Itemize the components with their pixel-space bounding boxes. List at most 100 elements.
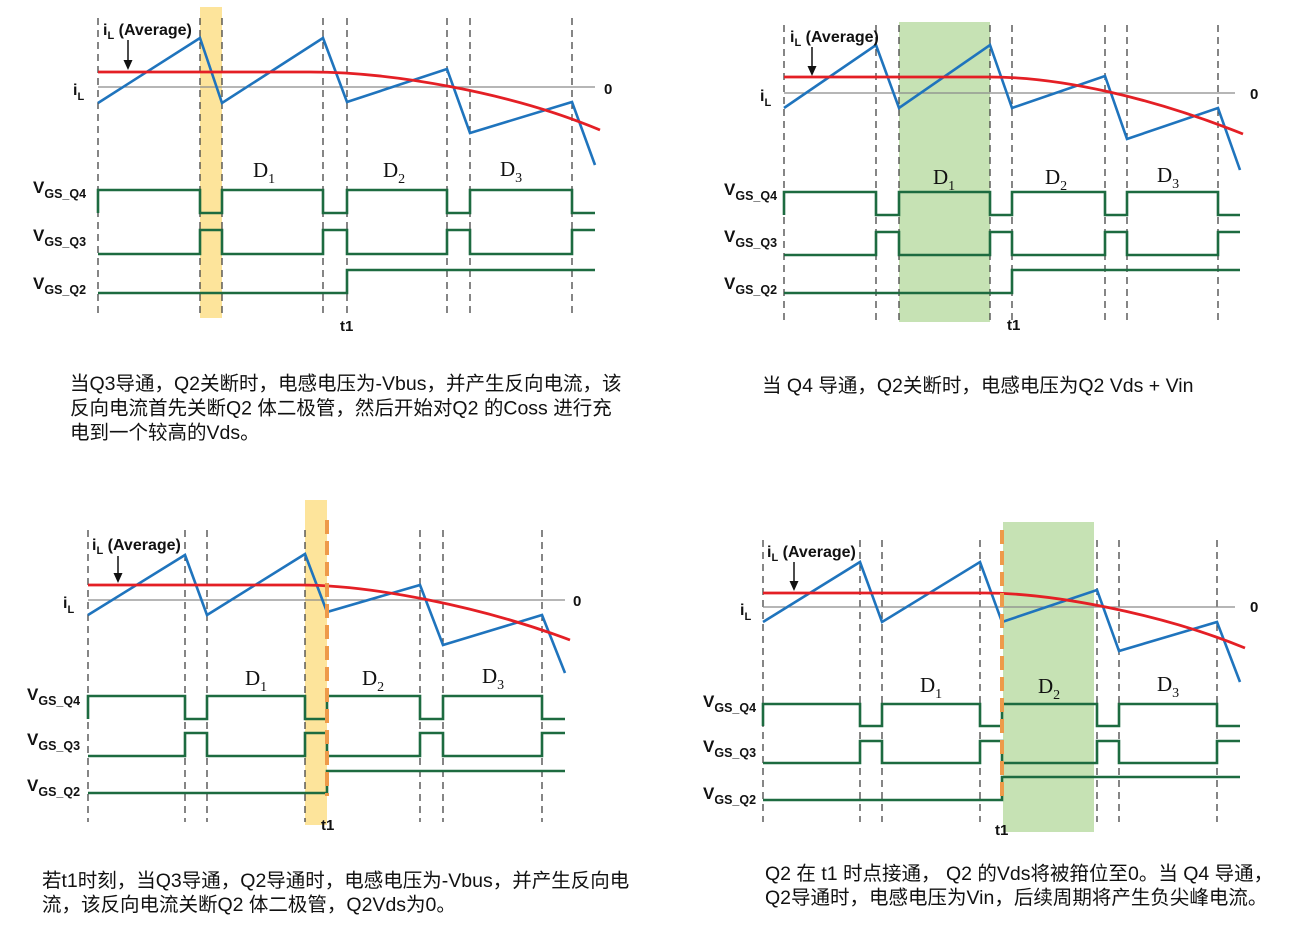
vgs-q2-label: VGS_Q2: [33, 274, 86, 297]
interval-label-d2: D2: [1038, 674, 1060, 703]
t1-label: t1: [340, 318, 353, 335]
average-arrow-head: [807, 66, 817, 76]
vgs-q3-label-symbol: V: [27, 730, 39, 749]
zero-label: 0: [573, 593, 581, 610]
caption-line: 反向电流首先关断Q2 体二极管，然后开始对Q2 的Coss 进行充: [70, 398, 612, 420]
interval-label-d3-symbol: D: [500, 157, 515, 181]
interval-label-d2: D2: [1045, 165, 1067, 194]
vgs-q2-waveform: [98, 268, 595, 295]
t1-label: t1: [995, 822, 1008, 839]
vgs-q4-waveform: [96, 188, 595, 215]
interval-label-d3: D3: [1157, 672, 1179, 701]
il-average-label-symbol: i: [767, 544, 771, 561]
vgs-q2-label-subscript: GS_Q2: [38, 785, 80, 799]
interval-label-d2-symbol: D: [1045, 165, 1060, 189]
il-average-label-subscript: L: [96, 545, 103, 557]
vgs-q2-label-subscript: GS_Q2: [714, 793, 756, 807]
il-axis-label-symbol: i: [740, 602, 744, 619]
il-average-label-suffix: (Average): [778, 544, 856, 561]
average-arrow-head: [123, 60, 133, 70]
il-axis-label: iL: [740, 602, 751, 623]
interval-label-d3: D3: [500, 157, 522, 186]
il-average-label-subscript: L: [107, 30, 114, 42]
il-axis-label-subscript: L: [744, 611, 751, 623]
il-average-label-subscript: L: [771, 552, 778, 564]
average-current-curve: [98, 70, 601, 132]
il-axis-label: iL: [73, 82, 84, 103]
vgs-q3-label-symbol: V: [703, 737, 715, 756]
vgs-q3-label-symbol: V: [724, 227, 736, 246]
interval-label-d1-subscript: 1: [268, 172, 275, 187]
interval-label-d1-subscript: 1: [935, 687, 942, 702]
il-average-label-suffix: (Average): [801, 29, 879, 46]
interval-label-d1: D1: [253, 158, 275, 187]
interval-label-d2-subscript: 2: [1060, 179, 1067, 194]
average-current-curve: [88, 583, 571, 642]
interval-label-d2-subscript: 2: [377, 680, 384, 695]
interval-label-d1-symbol: D: [933, 165, 948, 189]
caption-line: 流，该反向电流关断Q2 体二极管，Q2Vds为0。: [42, 894, 456, 916]
interval-label-d1-subscript: 1: [948, 179, 955, 194]
il-average-label: iL (Average): [790, 29, 879, 49]
interval-label-d3-symbol: D: [482, 664, 497, 688]
zero-label: 0: [1250, 599, 1258, 616]
il-average-label: iL (Average): [103, 22, 192, 42]
vgs-q3-label: VGS_Q3: [703, 737, 756, 760]
t1-label: t1: [321, 817, 334, 834]
highlight-band: [899, 22, 990, 322]
caption-line: 当 Q4 导通，Q2关断时，电感电压为Q2 Vds + Vin: [762, 375, 1193, 397]
vgs-q2-waveform: [784, 268, 1240, 295]
caption-line: 若t1时刻，当Q3导通，Q2导通时，电感电压为-Vbus，并产生反向电: [42, 870, 629, 892]
average-arrow-head: [789, 581, 799, 591]
il-axis-label: iL: [760, 88, 771, 109]
il-axis-label-subscript: L: [77, 91, 84, 103]
il-axis-label-symbol: i: [63, 595, 67, 612]
vgs-q2-label-subscript: GS_Q2: [44, 283, 86, 297]
il-average-label-symbol: i: [790, 29, 794, 46]
interval-label-d3: D3: [482, 664, 504, 693]
vgs-q4-label-subscript: GS_Q4: [38, 694, 80, 708]
vgs-q2-label: VGS_Q2: [724, 274, 777, 297]
vgs-q3-label: VGS_Q3: [724, 227, 777, 250]
il-axis-label-symbol: i: [73, 82, 77, 99]
interval-label-d2-symbol: D: [1038, 674, 1053, 698]
vgs-q2-label-subscript: GS_Q2: [735, 283, 777, 297]
vgs-q3-label: VGS_Q3: [33, 226, 86, 249]
interval-label-d3-symbol: D: [1157, 163, 1172, 187]
highlight-band: [305, 500, 327, 825]
vgs-q3-label-subscript: GS_Q3: [714, 746, 756, 760]
interval-label-d1: D1: [920, 673, 942, 702]
vgs-q2-label-symbol: V: [724, 274, 736, 293]
interval-label-d2: D2: [383, 158, 405, 187]
interval-label-d2-symbol: D: [362, 666, 377, 690]
vgs-q3-waveform: [784, 230, 1240, 257]
average-arrow-head: [113, 573, 123, 583]
zero-label: 0: [604, 81, 612, 98]
interval-label-d3-symbol: D: [1157, 672, 1172, 696]
il-average-label-subscript: L: [794, 37, 801, 49]
vgs-q4-waveform: [782, 190, 1240, 217]
interval-label-d1: D1: [933, 165, 955, 194]
vgs-q4-label-subscript: GS_Q4: [44, 187, 86, 201]
interval-label-d1-subscript: 1: [260, 680, 267, 695]
vgs-q4-label: VGS_Q4: [703, 692, 756, 715]
vgs-q2-label: VGS_Q2: [27, 776, 80, 799]
il-axis-label: iL: [63, 595, 74, 616]
caption-line: Q2导通时，电感电压为Vin，后续周期将产生负尖峰电流。: [765, 887, 1267, 909]
interval-label-d2-subscript: 2: [398, 172, 405, 187]
caption-line: Q2 在 t1 时点接通， Q2 的Vds将被箝位至0。当 Q4 导通，: [765, 863, 1273, 885]
interval-label-d3-subscript: 3: [515, 171, 522, 186]
caption-line: 当Q3导通，Q2关断时，电感电压为-Vbus，并产生反向电流，该: [70, 373, 621, 395]
vgs-q4-label: VGS_Q4: [724, 180, 777, 203]
caption-line: 电到一个较高的Vds。: [70, 422, 260, 444]
vgs-q4-label: VGS_Q4: [33, 178, 86, 201]
il-average-label-suffix: (Average): [103, 537, 181, 554]
il-axis-label-symbol: i: [760, 88, 764, 105]
vgs-q4-label: VGS_Q4: [27, 685, 80, 708]
vgs-q3-waveform: [98, 228, 595, 256]
